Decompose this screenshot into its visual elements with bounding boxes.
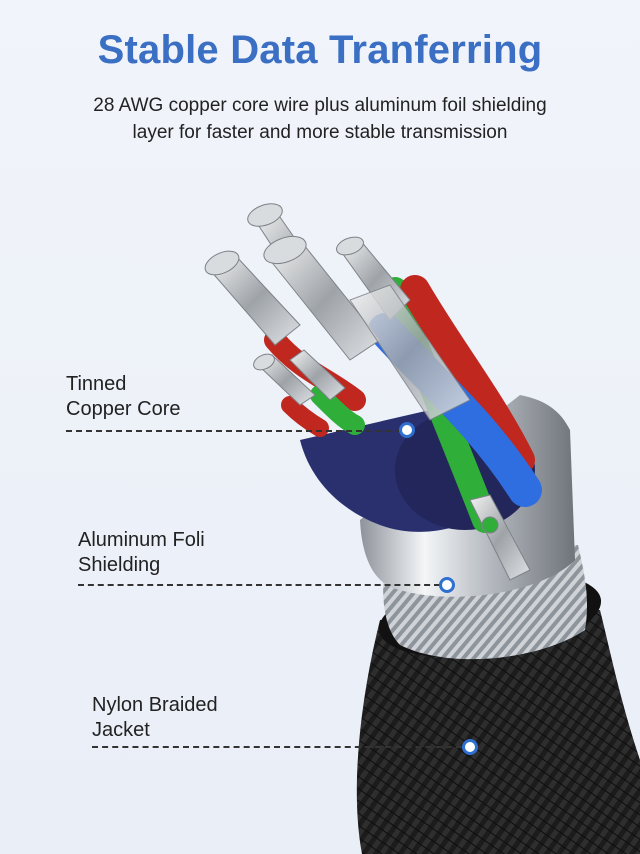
- callout-marker-dot: [439, 577, 455, 593]
- callout-tinned-copper-core: Tinned Copper Core: [66, 372, 181, 422]
- callout-marker-dot: [399, 422, 415, 438]
- callout-leader-line: [78, 584, 440, 586]
- tinned-copper-strands: [204, 203, 531, 581]
- callout-label-line-1: Tinned: [66, 373, 127, 395]
- callout-nylon-braided-jacket: Nylon Braided Jacket: [92, 693, 218, 743]
- callout-leader-line: [66, 430, 402, 432]
- page-title: Stable Data Tranferring: [97, 28, 543, 72]
- callout-label-line-1: Nylon Braided: [92, 694, 218, 716]
- subtitle-line-1: 28 AWG copper core wire plus aluminum fo…: [93, 95, 547, 116]
- callout-label-line-1: Aluminum Foli: [78, 529, 205, 551]
- callout-aluminum-foil-shielding: Aluminum Foli Shielding: [78, 528, 205, 578]
- page-subtitle: 28 AWG copper core wire plus aluminum fo…: [40, 92, 600, 146]
- callout-label-line-2: Shielding: [78, 554, 161, 576]
- callout-leader-line: [92, 746, 462, 748]
- subtitle-line-2: layer for faster and more stable transmi…: [132, 122, 508, 143]
- callout-label-line-2: Copper Core: [66, 398, 181, 420]
- callout-label-line-2: Jacket: [92, 719, 150, 741]
- callout-marker-dot: [462, 739, 478, 755]
